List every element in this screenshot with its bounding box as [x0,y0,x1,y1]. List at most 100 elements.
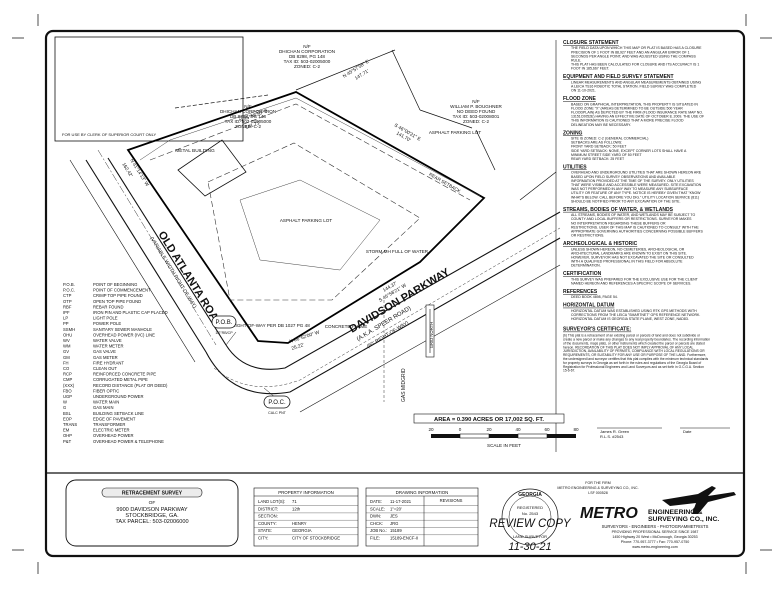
note-section-title: ZONING [563,130,583,136]
note-line: NAMED HEREON AND REFERENCES A SPECIFIC S… [571,282,691,286]
scale-tick: 40 [515,427,521,432]
firm-web: www.metro-engineering.com [632,545,678,549]
surveyor-cert-line: of the documents, maps plats, or other i… [563,341,705,345]
draw-key: DATE: [370,499,382,504]
note-line: FRONT YARD SETBACK: 50 FEET [571,145,627,149]
surveyor-cert-line: create a new parcel or make any changes … [563,338,710,342]
clerk-box-label: FOR USE BY CLERK OF SUPERIOR COURT ONLY [62,132,157,137]
review-copy-label: REVIEW COPY [489,518,571,530]
legend-meaning: RECORD DISTANCE (PLAT OR DEED) [93,383,168,388]
legend-meaning: POINT OF COMMENCEMENT [93,288,151,293]
north-arrow-label: GRID NORTH [429,322,434,348]
surveyor-signature: James R. Green R.L.S. #2543 Date [597,427,730,439]
legend-abbr: PP [63,321,69,326]
note-section-title: UTILITIES [563,165,587,171]
road-labels: OLD ATLANTA ROAD (VARIABLE WIDTH RIGHT-O… [148,229,452,402]
legend-abbr: OHP [63,433,72,438]
note-line: THAT WERE VISIBLE AND ACCESSIBLE WERE ME… [571,183,702,187]
prop-key: LAND LOT(S): [258,499,285,504]
note-line: FLOODPLAIN) AS DEPICTED BY THE FIRM (FLO… [571,111,703,115]
firm-phone: Phone: 770-957-3777 • Fax: 770-957-0750 [621,540,689,544]
surveyor-cert-line: hereon. RECORDATION OF THIS PLAT DOES NO… [563,345,693,349]
area-label: AREA = 0.390 ACRES OR 17,002 SQ. FT. [434,417,544,423]
scale-label: SCALE IN FEET [487,443,521,448]
surveyor-cert-title: SURVEYOR'S CERTIFICATE: [563,327,632,333]
legend-abbr: RCP [63,372,72,377]
adjacent-lines [174,49,557,201]
legend-meaning: CORRUGATED METAL PIPE [93,377,148,382]
note-line: PRECISION OF 1 FOOT IN 88,927 FEET AND A… [571,50,690,54]
owner-line: N/F [303,44,311,49]
legend-abbr: UGP [63,394,72,399]
firm-small-2: METRO ENGINEERING & SURVEYING CO., INC. [557,486,638,490]
note-line: SIDE YARD SETBACK: NONE, EXCEPT CORNER L… [571,149,687,153]
legend-meaning: BUILDING SETBACK LINE [93,411,144,416]
owner-line: DHICHAN CORPORATION [279,49,335,54]
legend-abbr: CO [63,366,70,371]
legend: P.O.B. POINT OF BEGINNING P.O.C. POINT OF C… [63,282,168,444]
prop-key: SECTION: [258,514,278,519]
pob-sub: 1/2"RB/CP [215,331,233,335]
note-line: INFORMATION PROVIDED AT THE TIME OF THE … [571,179,694,183]
legend-meaning: SANITARY SEWER MANHOLE [93,327,152,332]
clerk-box: FOR USE BY CLERK OF SUPERIOR COURT ONLY [54,36,244,142]
legend-abbr: OTP [63,299,72,304]
legend-meaning: IRON PIN AND PLASTIC CAP PLACED [93,310,168,315]
curve-row-label: RIGHT-OF-WAY PER DB 1027 PG 48 [232,323,310,328]
legend-abbr: SSMH [63,327,75,332]
parcel-labels: ASPHALT PARKING LOT ASPHALT PARKING LOT … [232,130,481,329]
note-line: SHOULD BE NOTIFIED PRIOR TO ANY EXCAVATI… [571,199,680,203]
owner-line: TAX ID: 503-02005000 [284,59,331,64]
poc-marker: P.O.C. CALC PNT [263,387,291,415]
concrete-flume-label: CONCRETE FLUME [325,324,368,329]
owner-line: DB 8298, PG 148 [230,114,266,119]
drawing-info-rows: DATE:11-17-2021SCALE:1"=20'DWN:JESCHCK:J… [366,499,478,541]
legend-meaning: UNDERGROUND POWER [93,394,143,399]
legend-meaning: POINT OF BEGINNING [93,282,137,287]
scale-tick: 20 [428,427,434,432]
firm-since: PROVIDING PROFESSIONAL SERVICE SINCE 198… [612,530,699,534]
prop-key: STATE: [258,528,272,533]
prop-value: GEORGIA [292,528,312,533]
draw-value: 11-17-2021 [390,499,412,504]
note-section-title: FLOOD ZONE [563,96,596,102]
note-line: OR RESTRICTIONS. [571,234,604,238]
legend-meaning: GAS METER [93,355,118,360]
bearing-b1-distance: 141.71' [245,120,262,131]
legend-meaning: FIBER OPTIC [93,388,119,393]
note-line: SETBACKS ARE AS FOLLOWS: [571,141,622,145]
surveyor-cert-line: for property surveys in Georgia as set f… [563,361,701,365]
note-line: HORIZONTAL DATUM WAS ESTABLISHED USING R… [571,309,697,313]
note-line: REAR YARD SETBACK: 25 FEET [571,157,625,161]
bearing-b5-distance: 25.22' [291,342,305,352]
prop-key: DISTRICT: [258,506,278,511]
draw-key: DWN: [370,514,381,519]
owner-line: NO DEED FOUND [457,109,496,114]
note-line: DETERMINATION. [571,264,601,268]
draw-header: DRAWING INFORMATION [396,490,449,495]
note-line: THIS PLAT HAS BEEN CALCULATED FOR CLOSUR… [571,63,699,67]
legend-meaning: OPEN TOP PIPE FOUND [93,299,141,304]
sheet-border [44,29,746,558]
legend-meaning: FIRE HYDRANT [93,360,124,365]
firm-address: 1450 Highway 20 West • McDonough, Georgi… [612,535,697,539]
legend-abbr: P.O.C. [63,288,75,293]
scale-tick: 0 [459,427,462,432]
note-line: BASED UPON FIELD SURVEY OBSERVATIONS AND… [571,175,676,179]
note-line: THE FIELD DATA UPON WHICH THIS MAP OR PL… [571,46,702,50]
legend-meaning: OVERHEAD POWER (IVC) LINE [93,332,155,337]
note-line: BASED ON GRAPHICAL INTERPRETATION, THIS … [571,102,698,106]
draw-value: 1"=20' [390,506,402,511]
legend-meaning: WATER METER [93,344,123,349]
legend-abbr: CTP [63,293,72,298]
survey-address: 9900 DAVIDSON PARKWAY [116,507,188,513]
owner-line: WILLIAM P. BOUGHNER [450,104,502,109]
scale-tick: 60 [544,427,550,432]
legend-abbr: P.O.B. [63,282,75,287]
owner-line: N/F [244,104,252,109]
note-line: SECONDS PER ANGLE POINT, AND WAS ADJUSTE… [571,54,696,58]
owner-line: DB 8298, PG 148 [289,54,325,59]
owner-line: ZONED: C-2 [463,119,489,124]
surveyor-cert-line: REQUIREMENTS, OR SUITABILITY FOR ANY USE… [563,353,706,357]
